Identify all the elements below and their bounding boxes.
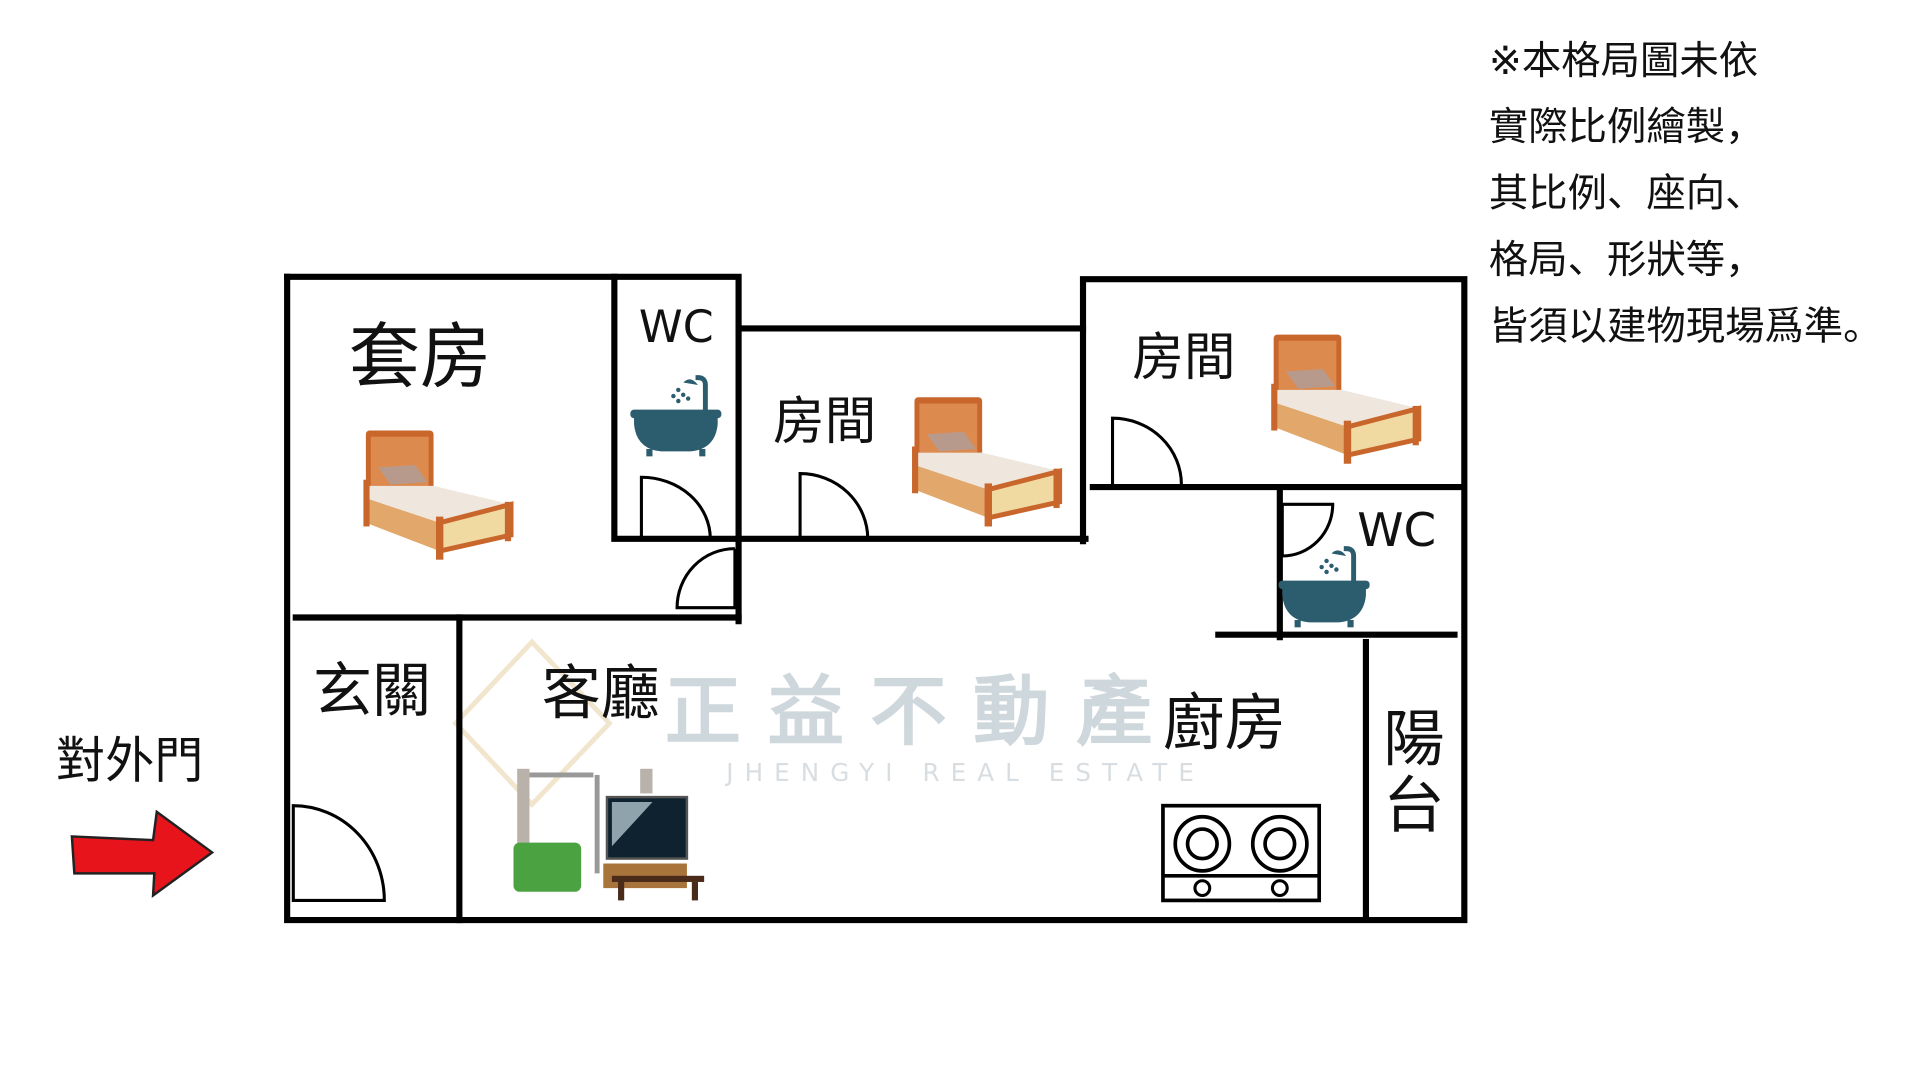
stove-icon (1161, 803, 1322, 903)
door-wc (639, 475, 712, 539)
room-label-wc: WC (639, 302, 714, 353)
room-label-kitchen: 廚房 (1163, 687, 1286, 759)
bed-icon (912, 397, 1060, 526)
watermark-logo-icon (452, 638, 613, 809)
door-room-right (1110, 416, 1183, 485)
bathtub-icon (630, 378, 721, 457)
watermark-chinese: 正 益 不 動 產 (665, 666, 1152, 756)
room-label-room-middle: 房間 (773, 392, 876, 452)
room-label-suite: 套房 (349, 315, 492, 398)
room-label-balcony-bottom: 台 (1383, 770, 1445, 842)
room-label-room-right: 房間 (1132, 328, 1235, 388)
room-label-entrance: 玄關 (313, 656, 431, 725)
walls (284, 273, 1468, 924)
living-room-furniture-icon (513, 768, 705, 901)
disclaimer-line: ※本格局圖未依 (1489, 38, 1758, 84)
disclaimer-line: 其比例、座向、 (1489, 171, 1765, 217)
bathtub-icon (1279, 549, 1370, 628)
entry-door-label: 對外門 (56, 731, 204, 789)
doors (291, 416, 1335, 902)
door-room-middle (798, 472, 870, 539)
door-wc-right (1280, 502, 1335, 558)
room-label-balcony-top: 陽 (1383, 703, 1445, 775)
door-suite (675, 547, 737, 610)
bed-icon (363, 431, 511, 560)
disclaimer-line: 皆須以建物現場爲準。 (1489, 303, 1883, 349)
bed-icon (1271, 335, 1419, 464)
entry-arrow-icon (70, 809, 215, 899)
disclaimer-note: ※本格局圖未依 實際比例繪製， 其比例、座向、 格局、形狀等， 皆須以建物現場爲… (1489, 38, 1883, 350)
room-label-living: 客廳 (542, 658, 660, 727)
door-entrance (291, 804, 386, 902)
watermark-english: JHENGYI REAL ESTATE (724, 758, 1205, 787)
disclaimer-line: 格局、形狀等， (1489, 237, 1765, 283)
disclaimer-line: 實際比例繪製， (1489, 104, 1765, 150)
watermark: 正 益 不 動 產 JHENGYI REAL ESTATE (452, 638, 1205, 809)
room-label-wc-right: WC (1357, 504, 1436, 558)
